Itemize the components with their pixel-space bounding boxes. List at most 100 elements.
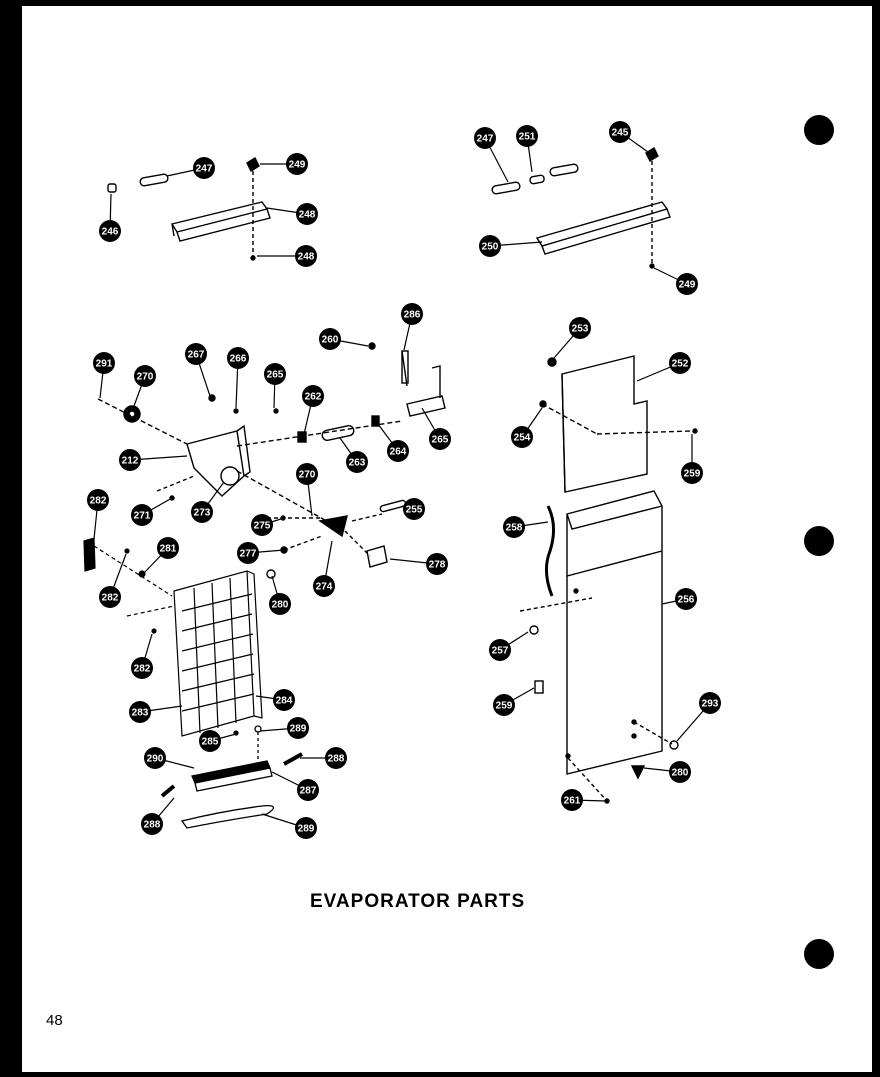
callout-label: 280 [272,600,289,611]
callout-bubble [479,235,501,257]
callout-bubble [237,542,259,564]
callout-bubble [227,347,249,369]
callout-bubble [287,717,309,739]
callout-282: 282 [99,553,127,608]
callout-bubble [251,514,273,536]
callout-251: 251 [516,125,538,173]
callout-245: 245 [609,121,649,153]
registration-dot-middle [804,526,834,556]
callout-label: 283 [132,708,149,719]
callout-bubble [134,365,156,387]
rail-assembly-right [491,146,671,269]
callout-bubble [325,747,347,769]
callout-265: 265 [264,363,286,409]
callout-label: 260 [322,335,339,346]
callout-275: 275 [251,514,285,536]
callout-259: 259 [493,687,535,716]
callout-274: 274 [313,540,335,597]
callout-263: 263 [339,437,368,473]
callout-label: 282 [134,664,151,675]
callout-label: 253 [572,324,589,335]
callout-label: 289 [298,824,315,835]
callout-252: 252 [636,352,691,382]
callout-label: 256 [678,595,695,606]
callout-label: 248 [298,252,315,263]
callout-label: 259 [496,701,513,712]
callout-247: 247 [474,127,509,183]
callout-bubble [675,588,697,610]
callout-bubble [669,352,691,374]
callout-249: 249 [260,153,308,175]
callout-bubble [273,689,295,711]
callout-212: 212 [119,449,188,471]
callout-label: 273 [194,508,211,519]
callout-label: 258 [506,523,523,534]
callout-label: 289 [290,724,307,735]
callout-261: 261 [561,789,607,811]
callout-label: 281 [160,544,177,555]
callout-256: 256 [661,588,697,610]
callout-bubble [131,657,153,679]
evaporator-coil [83,537,263,737]
callout-label: 245 [612,128,629,139]
page-number: 48 [46,1012,63,1029]
callout-label: 293 [702,699,719,710]
callout-label: 254 [514,433,531,444]
callout-label: 249 [679,280,696,291]
callout-label: 265 [267,370,284,381]
callout-label: 212 [122,456,139,467]
callout-bubble [302,385,324,407]
callout-281: 281 [143,537,179,574]
callout-label: 259 [684,469,701,480]
callout-bubble [313,575,335,597]
callout-286: 286 [401,303,423,351]
callout-284: 284 [255,689,295,711]
callout-label: 284 [276,696,293,707]
callout-253: 253 [553,317,591,359]
callout-label: 251 [519,132,536,143]
callout-bubble [676,273,698,295]
callout-bubble [699,692,721,714]
callout-260: 260 [319,328,369,350]
callout-label: 267 [188,350,205,361]
diagram-title: EVAPORATOR PARTS [310,891,526,912]
drain-trough-assembly [160,725,303,829]
callout-bubble [681,462,703,484]
callout-bubble [609,121,631,143]
callout-label: 247 [477,134,494,145]
callout-288: 288 [300,747,347,769]
callout-265: 265 [421,407,451,450]
callout-bubble [269,593,291,615]
callout-label: 266 [230,354,247,365]
callout-bubble [185,343,207,365]
callout-bubble [346,451,368,473]
evaporator-cover-panels [519,355,698,804]
callout-246: 246 [99,193,121,242]
callout-bubble [87,489,109,511]
callout-bubble [193,157,215,179]
callout-label: 271 [134,511,151,522]
callout-bubble [199,730,221,752]
callout-287: 287 [271,771,319,801]
callout-bubble [319,328,341,350]
callout-label: 288 [328,754,345,765]
callout-bubble [561,789,583,811]
callout-bubble [157,537,179,559]
callout-label: 287 [300,786,317,797]
callout-label: 247 [196,164,213,175]
callout-bubble [191,501,213,523]
callout-label: 263 [349,458,366,469]
callout-248: 248 [266,203,318,225]
callout-bubble [669,761,691,783]
callout-bubble [295,817,317,839]
callout-label: 286 [404,310,421,321]
callout-label: 274 [316,582,333,593]
callout-label: 291 [96,359,113,370]
callout-bubble [297,779,319,801]
callout-label: 290 [147,754,164,765]
callout-label: 270 [137,372,154,383]
callout-270: 270 [296,463,318,517]
callout-bubble [403,498,425,520]
callout-bubble [131,504,153,526]
